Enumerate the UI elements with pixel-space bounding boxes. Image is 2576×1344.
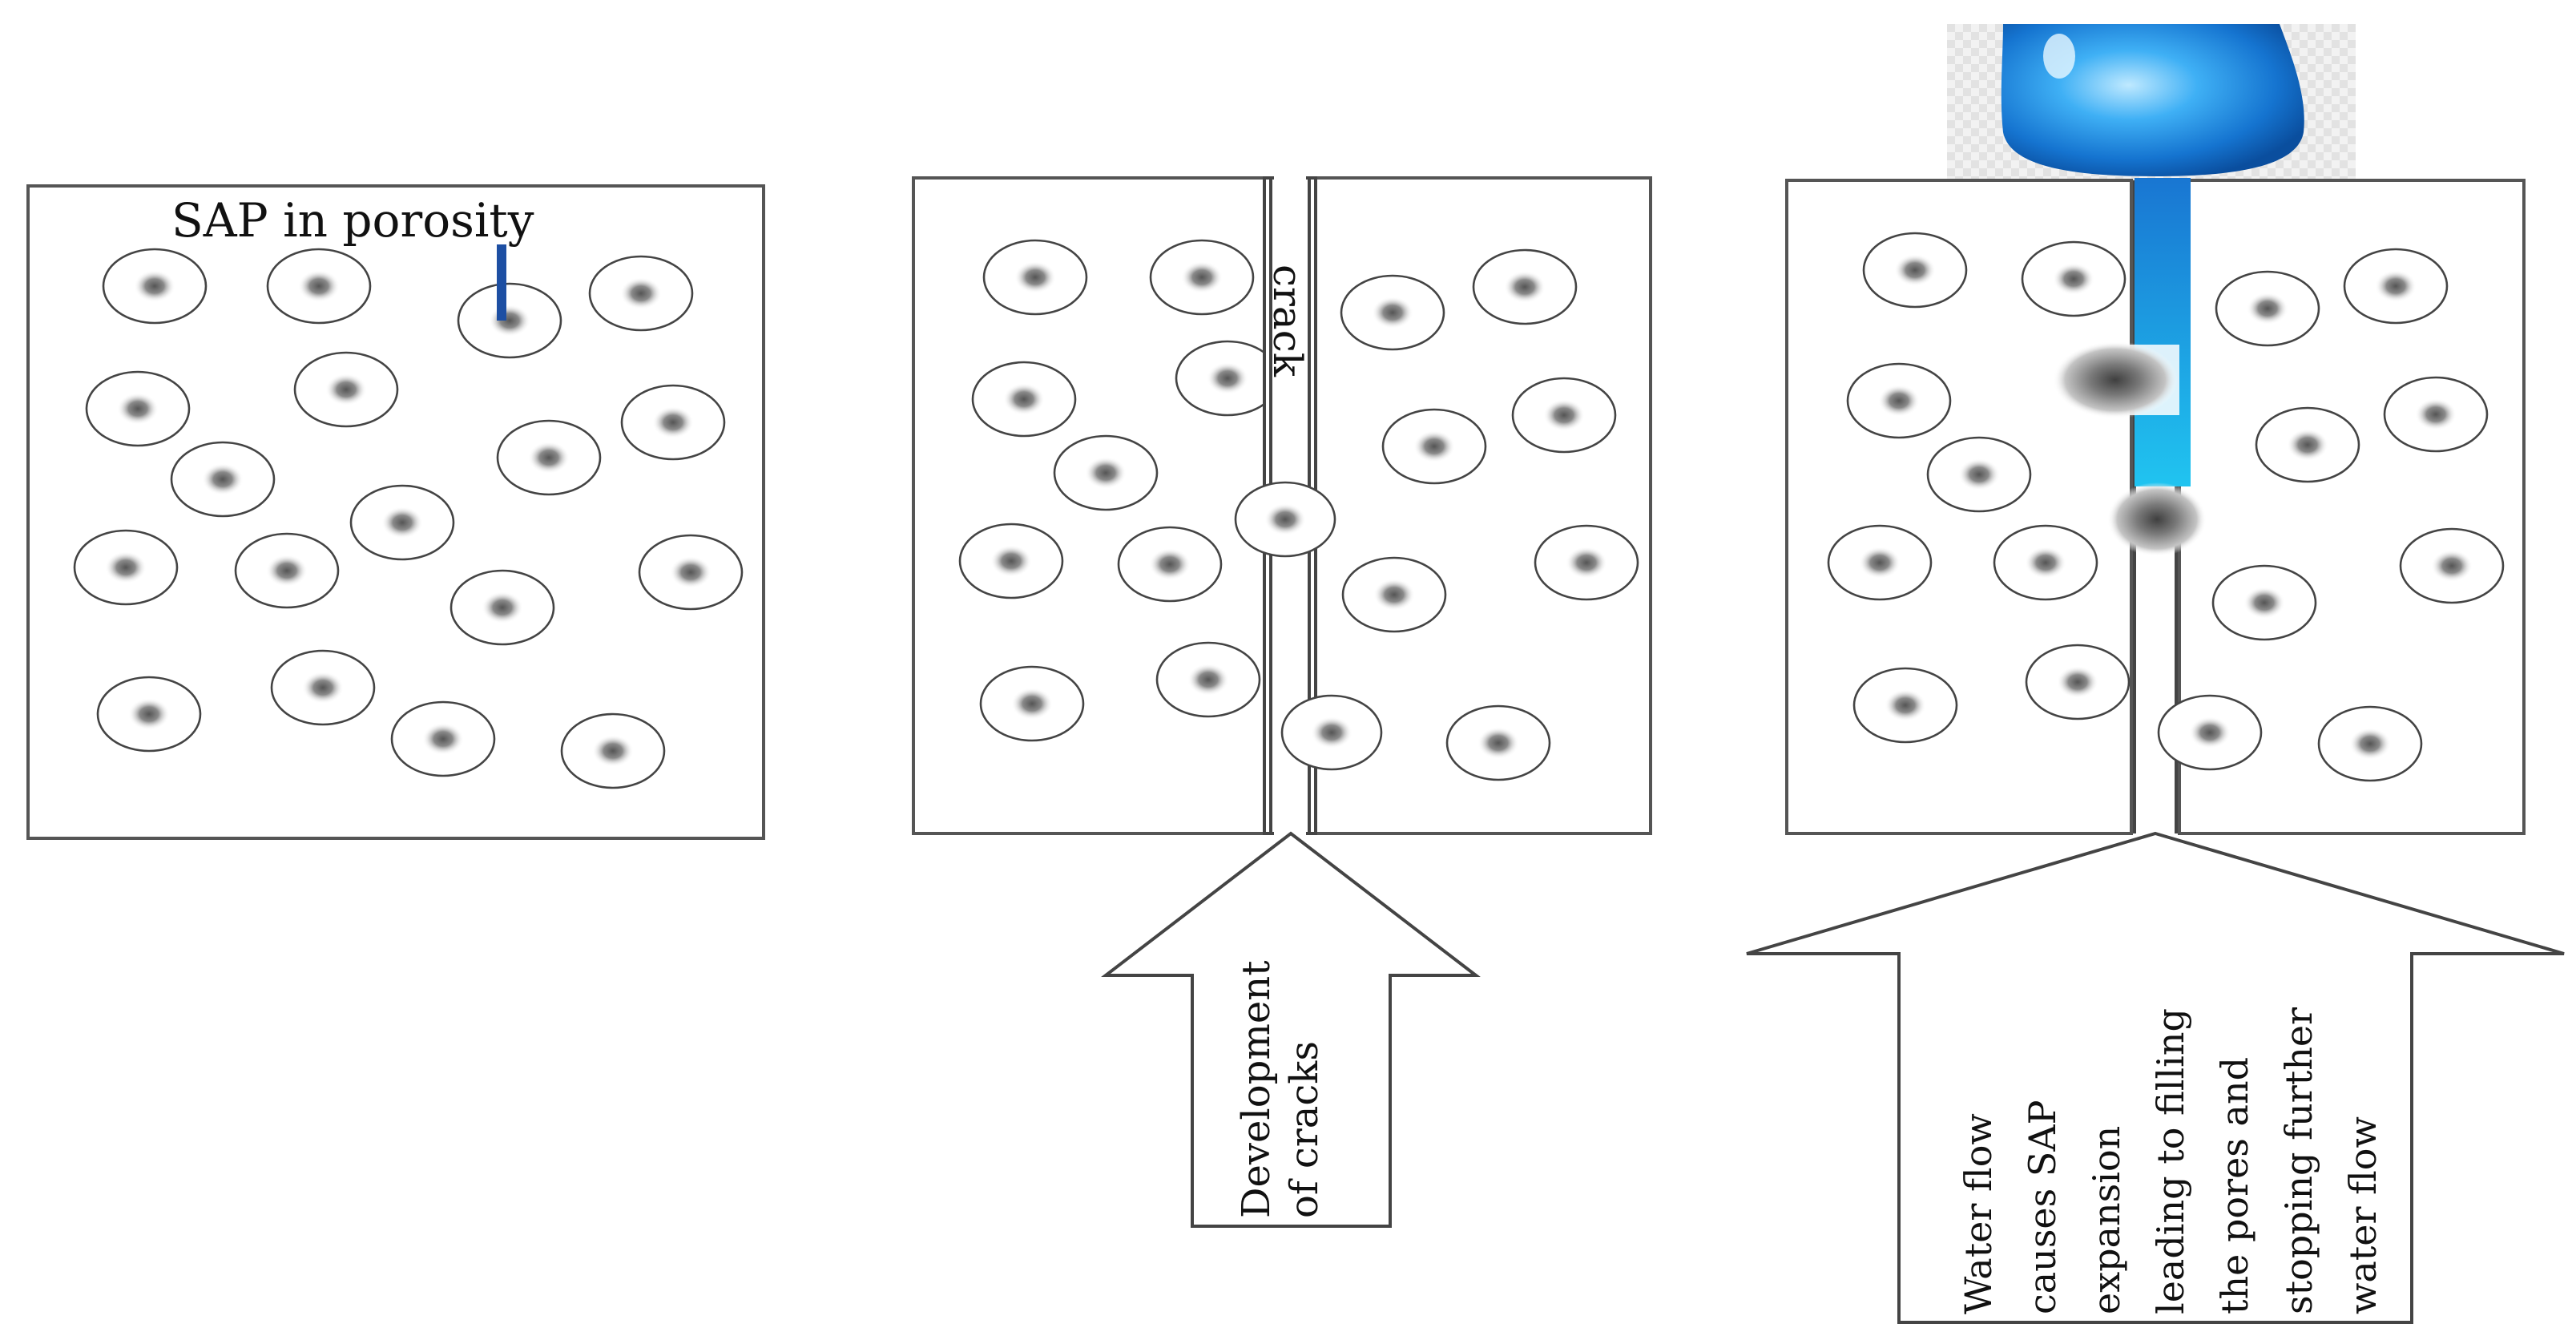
water-flow-line-7: water flow	[2341, 1116, 2385, 1314]
sap-particle	[1534, 524, 1639, 601]
sap-particle	[2383, 376, 2489, 453]
water-flow-arrow-text: Water flow causes SAP expansion leading …	[1957, 995, 2385, 1314]
sap-particle	[1381, 408, 1487, 485]
sap-particle	[1511, 377, 1617, 454]
swollen-sap-lower	[2107, 482, 2207, 556]
sap-particle	[1846, 362, 1952, 439]
sap-particle	[620, 384, 726, 461]
sap-particle	[457, 282, 562, 359]
sap-particle	[1852, 667, 1958, 744]
panel-self-healing: Water flow causes SAP expansion leading …	[1746, 24, 2565, 1324]
water-flow-line-4: leading to filling	[2149, 1008, 2192, 1314]
water-flow-line-6: stopping further	[2277, 1007, 2320, 1314]
sap-particle	[971, 361, 1077, 438]
sap-particle	[102, 248, 208, 325]
sap-particle	[2215, 270, 2320, 347]
sap-particle	[2255, 406, 2360, 483]
sap-particle	[270, 649, 376, 726]
panel-intact-concrete: SAP in porosity	[26, 184, 765, 840]
sap-particle	[1926, 436, 2032, 513]
development-line-2: of cracks	[1282, 1041, 1327, 1218]
water-flow-line-2: causes SAP	[2021, 1100, 2064, 1314]
sap-particle	[390, 700, 496, 777]
development-arrow	[1101, 831, 1481, 1228]
sap-particle	[266, 248, 372, 325]
sap-particle	[1341, 556, 1447, 633]
water-drop-icon	[2001, 24, 2304, 176]
sap-particle	[2211, 564, 2317, 641]
sap-particle	[1234, 481, 1336, 558]
sap-particle	[979, 665, 1085, 742]
sap-particles-panel-1	[73, 248, 744, 789]
development-line-1: Development	[1234, 960, 1279, 1218]
sap-particle	[170, 441, 276, 518]
sap-particle	[638, 534, 744, 611]
sap-particle	[1149, 239, 1255, 316]
sap-particle	[234, 532, 340, 609]
sap-pointer	[497, 244, 506, 321]
sap-particle	[1862, 232, 1968, 309]
sap-particle	[1340, 274, 1445, 351]
crack-label: crack	[1264, 264, 1311, 377]
sap-particle	[1117, 526, 1223, 603]
panel-cracked-concrete: crack Development of cracks	[912, 176, 1652, 1228]
sap-particle	[2025, 644, 2131, 720]
sap-particle	[2317, 705, 2423, 782]
sap-particle	[2157, 694, 2263, 771]
sap-particle	[1155, 641, 1261, 718]
sap-particle	[1993, 524, 2098, 601]
sap-particle	[73, 529, 179, 606]
water-stream	[2135, 178, 2191, 486]
water-flow-line-3: expansion	[2085, 1126, 2128, 1314]
sap-particle	[349, 484, 455, 561]
sap-particle	[293, 351, 399, 428]
sap-particle	[1053, 434, 1159, 511]
sap-in-porosity-label: SAP in porosity	[171, 193, 534, 248]
sap-particle	[982, 239, 1088, 316]
sap-particle	[2399, 527, 2505, 604]
swollen-sap-upper	[2053, 341, 2178, 418]
water-flow-arrow	[1746, 831, 2565, 1324]
sap-particle	[1827, 524, 1933, 601]
sap-particles-panel-3	[1827, 232, 2505, 782]
sap-particle	[1280, 694, 1383, 771]
sap-particle	[85, 370, 191, 447]
sap-particle	[560, 712, 666, 789]
sap-particle	[588, 255, 694, 332]
sap-particle	[958, 523, 1064, 599]
sap-particle	[2343, 248, 2449, 325]
sap-particle	[2021, 240, 2127, 317]
sap-particle	[1445, 704, 1551, 781]
water-flow-line-5: the pores and	[2213, 1057, 2256, 1314]
sap-particle	[1472, 248, 1578, 325]
sap-particle	[496, 419, 602, 496]
water-flow-line-1: Water flow	[1957, 1113, 2000, 1314]
development-arrow-text: Development of cracks	[1234, 948, 1327, 1218]
sap-particle	[449, 569, 555, 646]
sap-particle	[96, 676, 202, 753]
